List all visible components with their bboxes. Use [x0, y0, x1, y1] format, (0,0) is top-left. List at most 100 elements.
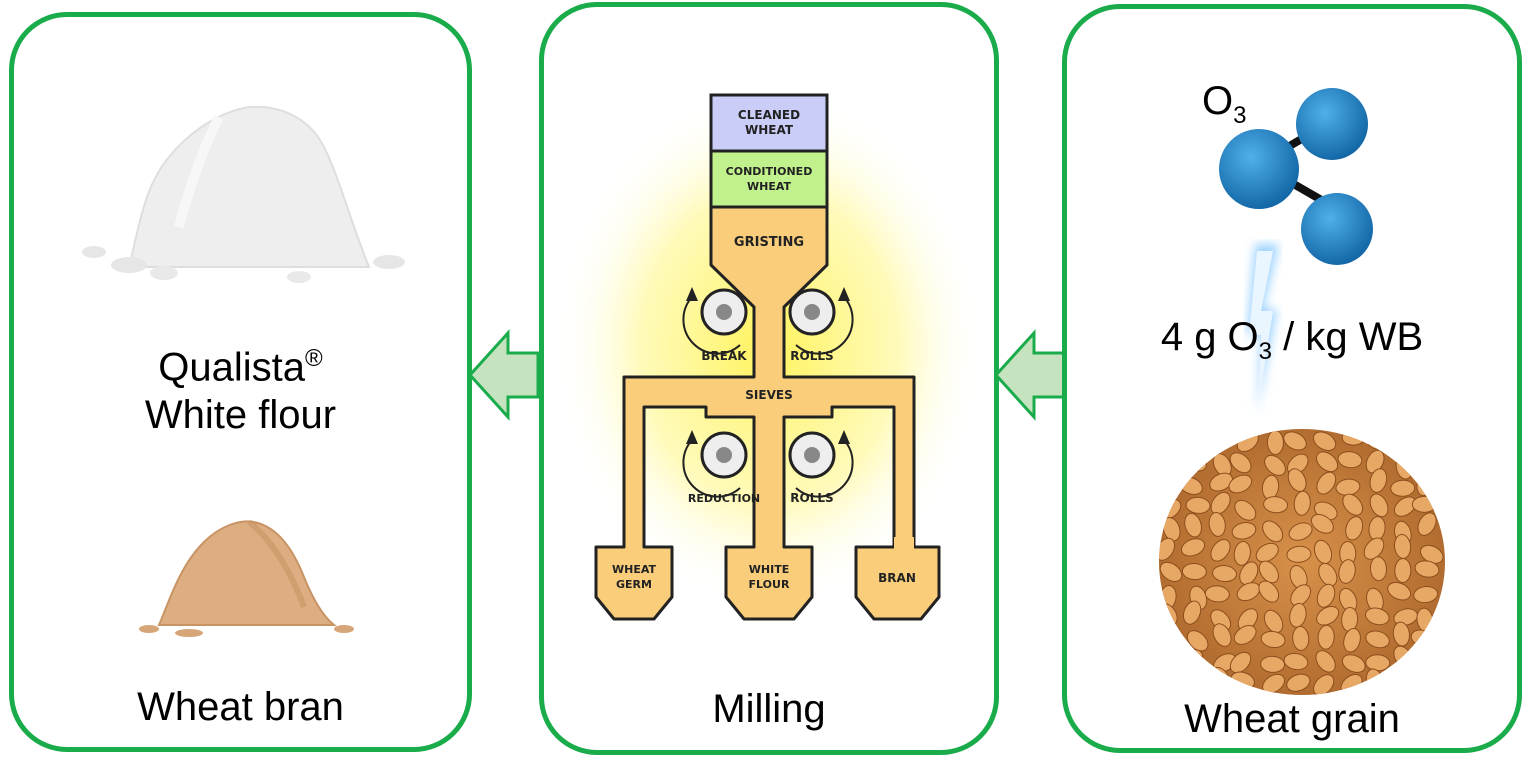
- wheat-kernel: [1239, 561, 1259, 585]
- cleaned-label: CLEANED: [738, 108, 800, 122]
- wheat-kernel: [1184, 512, 1202, 538]
- wheat-kernel: [1316, 451, 1339, 473]
- wheat-kernel: [1228, 474, 1253, 494]
- wheat-kernel: [1388, 676, 1413, 695]
- break-label: BREAK: [701, 349, 747, 363]
- wheat-kernel: [1416, 453, 1440, 474]
- wheat-kernel: [1159, 561, 1183, 582]
- milling-process-diagram: CLEANED WHEAT CONDITIONED WHEAT GRISTING…: [554, 87, 984, 621]
- bran-hopper: [854, 545, 941, 621]
- wheat-kernel: [1209, 472, 1233, 492]
- wheat-kernel: [1313, 539, 1333, 565]
- cleaned-wheat-box: [709, 93, 829, 153]
- wheat-kernel: [1159, 674, 1181, 692]
- wheat-kernel: [1263, 496, 1289, 514]
- wheat-kernel: [1263, 609, 1284, 634]
- ozone-dose-label: 4 g O3 / kg WB: [1160, 315, 1424, 365]
- bran-product-label: Wheat bran: [137, 685, 344, 729]
- wheat-kernel: [1159, 644, 1178, 669]
- wheat-kernel: [1312, 431, 1337, 451]
- wheat-kernel: [1286, 673, 1311, 692]
- ozone-molecule-icon: [1219, 88, 1373, 265]
- wheat-kernel: [1292, 625, 1310, 651]
- wheat-kernel: [1390, 479, 1416, 497]
- registered-mark: ®: [305, 345, 323, 372]
- wheat-kernel: [1186, 630, 1209, 652]
- wheat-kernel: [1233, 540, 1251, 566]
- wheat-bran-pile-icon: [139, 519, 354, 637]
- wheat-kernel: [1283, 652, 1309, 671]
- wheat-kernel: [1363, 537, 1385, 560]
- wheat-kernel: [1387, 581, 1412, 601]
- wheat-kernel: [1180, 538, 1206, 557]
- wheat-kernel: [1208, 512, 1226, 537]
- wheat-kernel: [1394, 429, 1412, 451]
- left-arrow-icon: [467, 329, 540, 421]
- wheat-kernel: [1283, 431, 1307, 451]
- input-panel: O3 4 g O3 / kg WB: [1062, 4, 1522, 753]
- middle-arrow-icon: [993, 329, 1066, 421]
- wheat-kernel: [1258, 580, 1280, 603]
- wheat-kernel: [1266, 430, 1284, 456]
- wheat-kernel: [1212, 565, 1238, 583]
- gristing-label: GRISTING: [734, 235, 804, 250]
- wheat-kernel: [1342, 493, 1364, 516]
- milling-label: Milling: [712, 687, 826, 731]
- wheat-kernel: [1369, 468, 1388, 493]
- wheat-kernel: [1365, 630, 1390, 649]
- wheat-kernel: [1343, 627, 1361, 653]
- wheat-kernel: [1204, 585, 1230, 603]
- wheat-kernel: [1365, 607, 1390, 626]
- wheat-kernel: [1234, 499, 1257, 521]
- wheat-kernel: [1159, 473, 1179, 496]
- sieves-label: SIEVES: [745, 388, 792, 402]
- wheat-kernel: [1345, 516, 1364, 541]
- wheat-kernel: [1162, 516, 1181, 542]
- white-flour-label: WHITE: [749, 563, 789, 576]
- wheat-kernel: [1264, 454, 1286, 476]
- flour-type: White flour: [144, 393, 337, 438]
- wheat-kernel: [1181, 563, 1207, 581]
- wheat-kernel: [1316, 605, 1340, 626]
- conditioned-label: CONDITIONED: [726, 165, 813, 178]
- germ-label-2: GERM: [616, 578, 652, 591]
- wheat-kernel: [1338, 559, 1356, 584]
- wheat-kernel: [1418, 430, 1443, 451]
- bran-label: BRAN: [878, 571, 916, 585]
- wheat-kernel: [1310, 513, 1334, 534]
- wheat-kernel: [1288, 522, 1313, 541]
- wheat-kernel: [1233, 625, 1257, 645]
- wheat-kernel: [1369, 556, 1387, 582]
- wheat-kernel: [1316, 471, 1337, 495]
- wheat-kernel: [1315, 650, 1336, 673]
- wheat-kernel: [1185, 429, 1204, 451]
- wheat-kernel: [1159, 432, 1180, 451]
- germ-label: WHEAT: [612, 563, 657, 576]
- conditioned-wheat-box: [709, 149, 829, 209]
- wheat-kernel: [1290, 584, 1312, 607]
- wheat-kernel: [1262, 520, 1284, 543]
- wheat-kernel: [1369, 493, 1389, 518]
- wheat-kernel: [1365, 654, 1391, 672]
- wheat-kernel: [1229, 452, 1252, 474]
- conditioned-label-2: WHEAT: [747, 180, 792, 193]
- wheat-kernel: [1318, 562, 1338, 587]
- wheat-kernel: [1212, 623, 1232, 647]
- rolls-label-2: ROLLS: [790, 491, 833, 505]
- rolls-label: ROLLS: [790, 349, 833, 363]
- wheat-kernel: [1286, 545, 1312, 563]
- wheat-kernel: [1177, 672, 1203, 690]
- wheat-kernel: [1341, 654, 1366, 673]
- wheat-kernel: [1392, 621, 1411, 647]
- wheat-grain-label: Wheat grain: [1184, 697, 1400, 741]
- wheat-kernel: [1159, 537, 1176, 561]
- wheat-kernel: [1417, 512, 1437, 536]
- wheat-grain-image: [1159, 429, 1445, 695]
- lightning-bolt-icon: [1247, 244, 1279, 414]
- milling-panel: CLEANED WHEAT CONDITIONED WHEAT GRISTING…: [539, 2, 999, 755]
- wheat-kernel: [1411, 495, 1437, 513]
- wheat-kernel: [1316, 583, 1336, 608]
- ozone-symbol: O3: [1202, 79, 1247, 129]
- wheat-kernel: [1313, 674, 1335, 695]
- wheat-kernel: [1182, 600, 1202, 625]
